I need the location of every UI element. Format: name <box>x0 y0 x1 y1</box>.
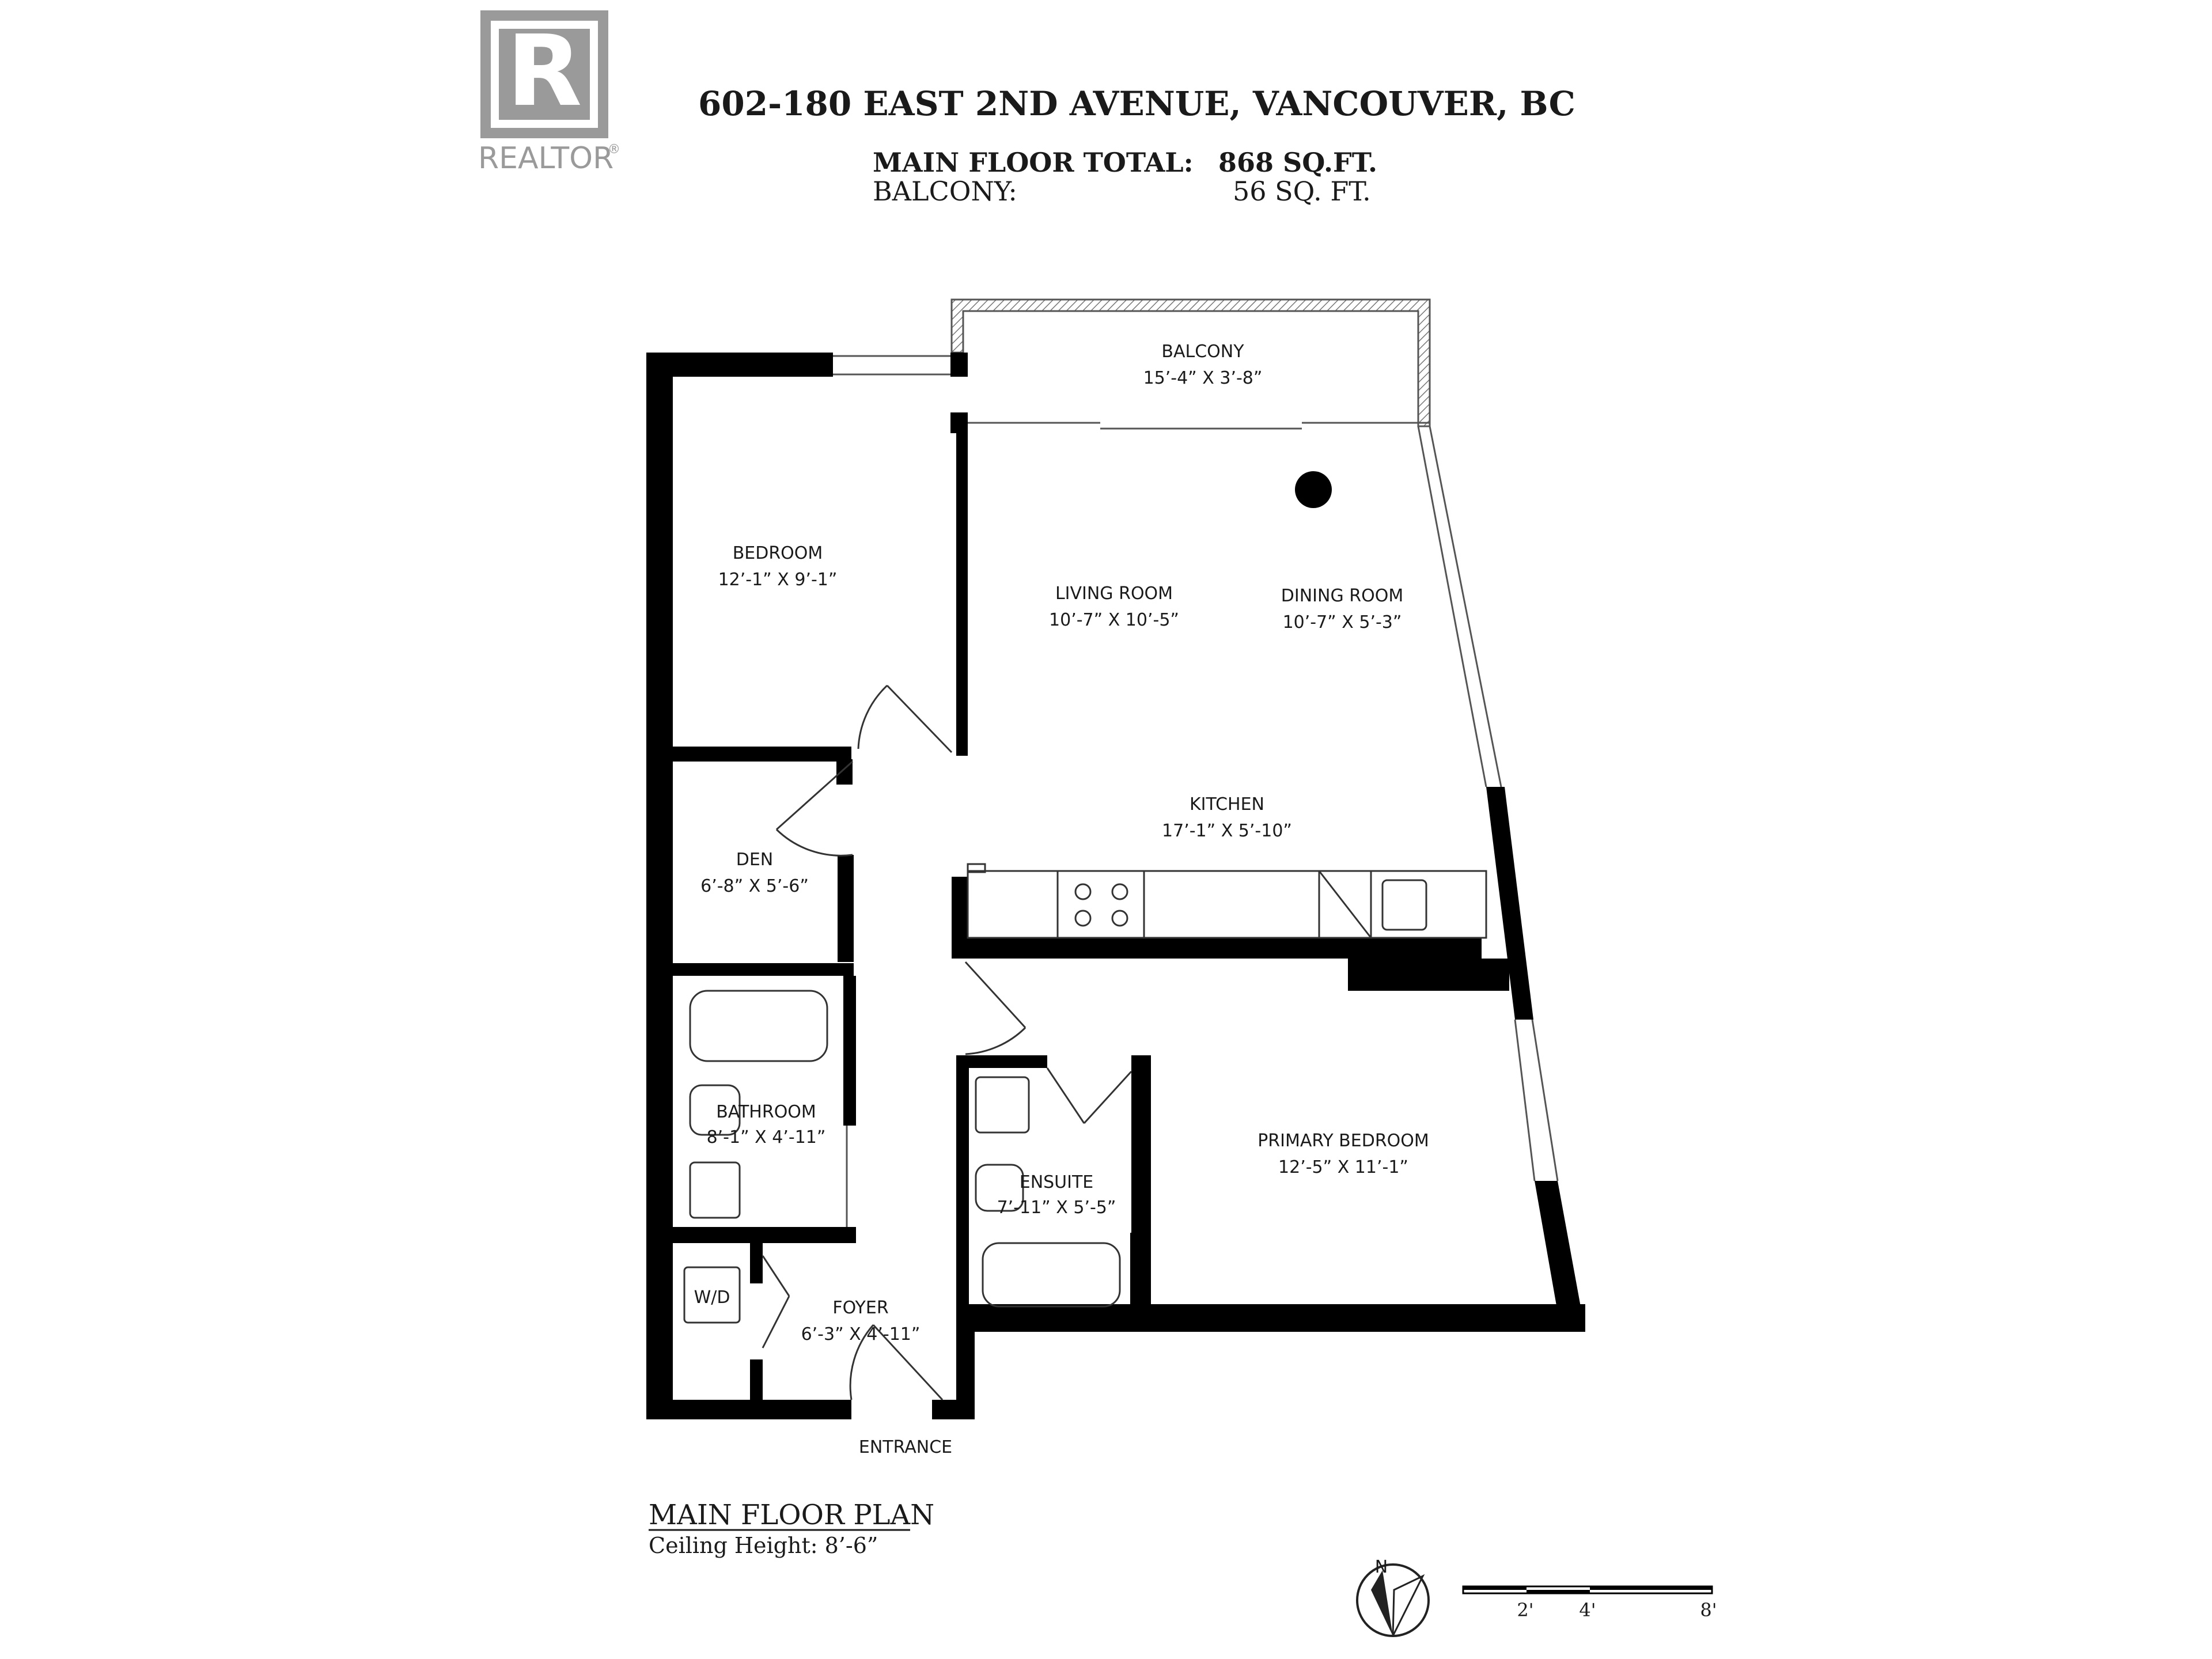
bathtub-icon <box>689 990 828 1062</box>
wd-name: W/D <box>694 1287 730 1308</box>
column-dot <box>1295 471 1332 508</box>
bedroom-name: BEDROOM <box>733 543 823 563</box>
ensuite-toilet-icon <box>975 1164 1024 1212</box>
doors <box>762 684 1132 1401</box>
bathroom-sink-icon <box>689 1161 741 1219</box>
logo-fill <box>499 29 590 120</box>
scale-label-8: 8' <box>1700 1599 1717 1621</box>
walls <box>646 353 1585 1419</box>
bathroom-dims: 8’-1” X 4’-11” <box>707 1127 826 1147</box>
washer-dryer-icon <box>683 1266 741 1324</box>
living-room-name: LIVING ROOM <box>1055 584 1173 604</box>
compass: N <box>1356 1557 1430 1637</box>
balcony-label: BALCONY: <box>873 176 1017 207</box>
balcony-name: BALCONY <box>1161 342 1244 362</box>
realtor-logo: R REALTOR ® <box>478 10 620 176</box>
stove-icon <box>1056 870 1145 939</box>
kitchen-counter <box>967 870 1487 939</box>
compass-label: N <box>1375 1557 1388 1577</box>
kitchen-sink-icon <box>1381 879 1427 931</box>
balcony-value: 56 SQ. FT. <box>1233 176 1371 207</box>
ensuite-sink-icon <box>975 1076 1030 1134</box>
ensuite-dims: 7’-11” X 5’-5” <box>997 1198 1116 1218</box>
plan-title: MAIN FLOOR PLAN <box>649 1499 934 1531</box>
living-room-dims: 10’-7” X 10’-5” <box>1049 610 1179 630</box>
toilet-icon <box>689 1084 741 1136</box>
ensuite-bathtub-icon <box>982 1242 1121 1308</box>
scale-label-4: 4' <box>1579 1599 1596 1621</box>
den-dims: 6’-8” X 5’-6” <box>700 876 809 896</box>
logo-letter: R <box>507 14 582 128</box>
dining-room-dims: 10’-7” X 5’-3” <box>1283 612 1402 632</box>
logo-registered-mark: ® <box>608 142 620 157</box>
logo-wordmark: REALTOR <box>478 141 613 176</box>
foyer-name: FOYER <box>832 1298 888 1318</box>
scale-bar: 2' 4' 8' <box>1462 1585 1717 1621</box>
scale-label-2: 2' <box>1517 1599 1533 1621</box>
main-floor-label: MAIN FLOOR TOTAL: <box>873 147 1194 178</box>
main-floor-value: 868 SQ.FT. <box>1218 147 1377 178</box>
thin-walls <box>833 355 1559 1227</box>
room-labels: BALCONY 15’-4” X 3’-8” BEDROOM 12’-1” X … <box>694 342 1429 1457</box>
fixtures <box>683 863 1487 1324</box>
entrance-name: ENTRANCE <box>859 1437 952 1457</box>
den-name: DEN <box>736 850 774 870</box>
ceiling-height: Ceiling Height: 8’-6” <box>649 1533 878 1558</box>
ensuite-name: ENSUITE <box>1020 1172 1094 1192</box>
dishwasher-icon <box>1318 870 1372 939</box>
foyer-dims: 6’-3” X 4’-11” <box>801 1324 921 1344</box>
primary-bedroom-name: PRIMARY BEDROOM <box>1257 1131 1429 1151</box>
kitchen-name: KITCHEN <box>1190 794 1264 815</box>
dining-room-name: DINING ROOM <box>1281 586 1403 606</box>
address-title: 602-180 EAST 2ND AVENUE, VANCOUVER, BC <box>698 84 1575 123</box>
primary-bedroom-dims: 12’-5” X 11’-1” <box>1278 1157 1408 1177</box>
balcony-dims: 15’-4” X 3’-8” <box>1143 368 1263 388</box>
compass-needle-icon <box>1371 1570 1393 1636</box>
bedroom-dims: 12’-1” X 9’-1” <box>718 570 838 590</box>
bathroom-name: BATHROOM <box>716 1102 816 1122</box>
kitchen-dims: 17’-1” X 5’-10” <box>1162 821 1292 841</box>
